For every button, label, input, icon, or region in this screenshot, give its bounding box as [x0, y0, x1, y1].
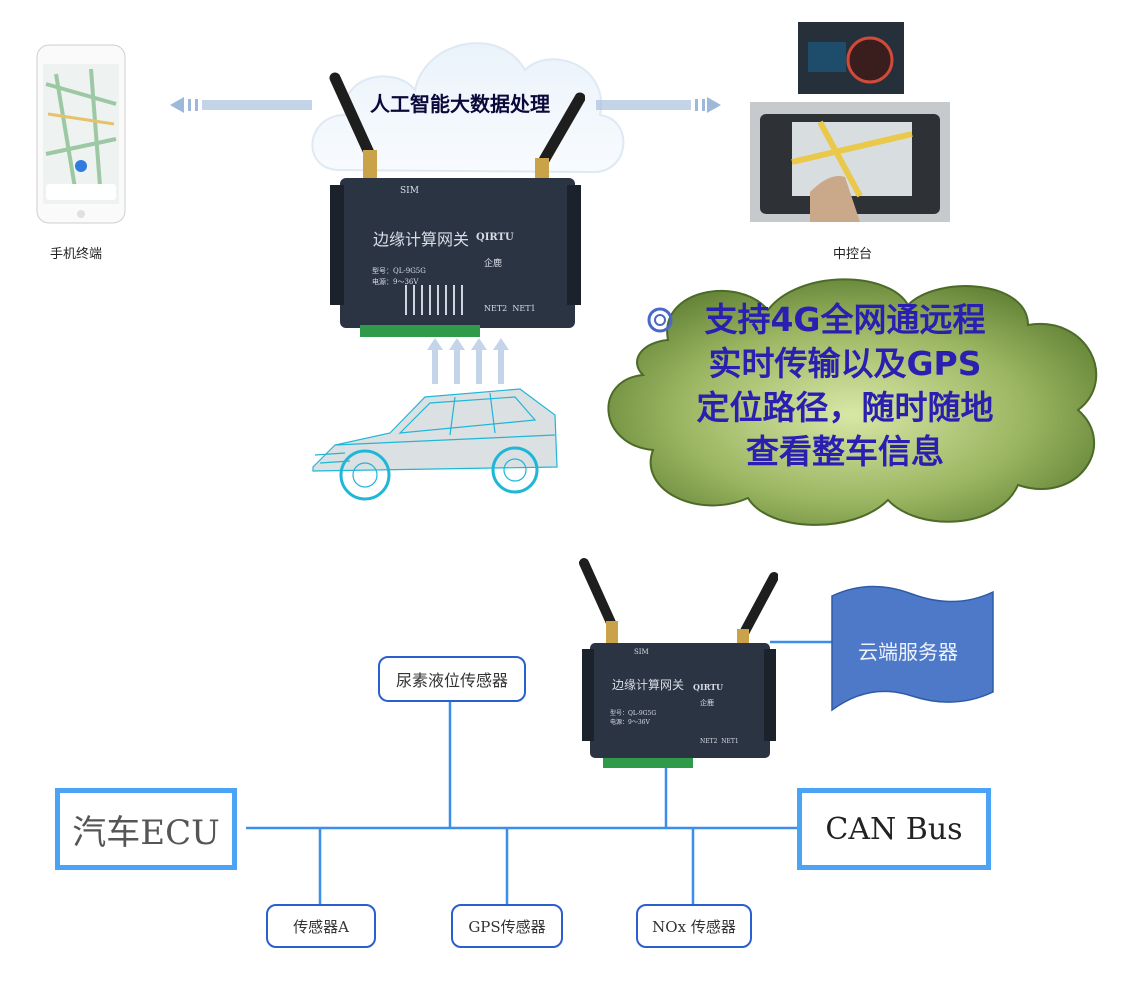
- ecu-label: 汽车ECU: [72, 812, 220, 853]
- cloud-title: 人工智能大数据处理: [370, 92, 550, 116]
- arrow-left-icon: [170, 97, 312, 113]
- edge-gateway-device-bottom: [578, 555, 779, 770]
- edge-gateway-device: [325, 70, 586, 340]
- gateway-bottom-sim-label: SIM: [634, 648, 649, 656]
- gateway-bottom-ports: NET2 NET1: [700, 738, 739, 745]
- gps-sensor-box: GPS传感器: [451, 904, 563, 948]
- callout-text: 支持4G全网通远程 实时传输以及GPS 定位路径，随时随地 查看整车信息: [660, 298, 1030, 474]
- gateway-bottom-brand: QIRTU: [693, 682, 724, 692]
- callout-cloud-shape: [607, 278, 1098, 526]
- console-image: [750, 22, 950, 222]
- gateway-brand: QIRTU: [476, 232, 514, 243]
- gateway-sim-label: SIM: [400, 186, 419, 196]
- phone-device: [36, 44, 126, 224]
- sensor-a-label: 传感器A: [293, 917, 349, 936]
- callout-line-4: 查看整车信息: [746, 432, 944, 471]
- phone-label: 手机终端: [50, 247, 103, 262]
- cloud-server-shape: [831, 585, 994, 712]
- callout-line-1: 支持4G全网通远程: [704, 300, 986, 339]
- gateway-power: 电源：9～36V: [372, 278, 419, 286]
- console-label: 中控台: [833, 247, 873, 262]
- nox-sensor-label: NOx 传感器: [652, 917, 736, 936]
- gateway-bottom-model: 型号：QL-9G5G: [610, 710, 657, 717]
- can-bus-box: CAN Bus: [797, 788, 991, 870]
- can-bus-label: CAN Bus: [825, 811, 963, 847]
- upload-arrows-icon: [427, 338, 509, 384]
- gps-sensor-label: GPS传感器: [468, 917, 546, 936]
- urea-sensor-box: 尿素液位传感器: [378, 656, 526, 702]
- gateway-title: 边缘计算网关: [373, 230, 470, 249]
- data-cloud-shape: [311, 42, 625, 174]
- gateway-model: 型号：QL-9G5G: [372, 267, 426, 275]
- cloud-server-label: 云端服务器: [858, 640, 958, 664]
- wireframe-car-image: [305, 375, 565, 515]
- nox-sensor-box: NOx 传感器: [636, 904, 752, 948]
- gateway-bottom-title: 边缘计算网关: [612, 678, 685, 692]
- ecu-box: 汽车ECU: [55, 788, 237, 870]
- target-icon: [647, 307, 673, 333]
- gateway-brand-cn: 企鹿: [484, 259, 503, 269]
- gateway-bottom-brand-cn: 企鹿: [700, 699, 714, 707]
- callout-line-3: 定位路径，随时随地: [696, 388, 994, 427]
- arrow-right-icon: [596, 97, 721, 113]
- urea-sensor-label: 尿素液位传感器: [395, 671, 508, 690]
- gateway-bottom-power: 电源：9～36V: [610, 719, 650, 726]
- callout-line-2: 实时传输以及GPS: [708, 344, 982, 383]
- gateway-ports: NET2 NET1: [484, 304, 536, 313]
- sensor-a-box: 传感器A: [266, 904, 376, 948]
